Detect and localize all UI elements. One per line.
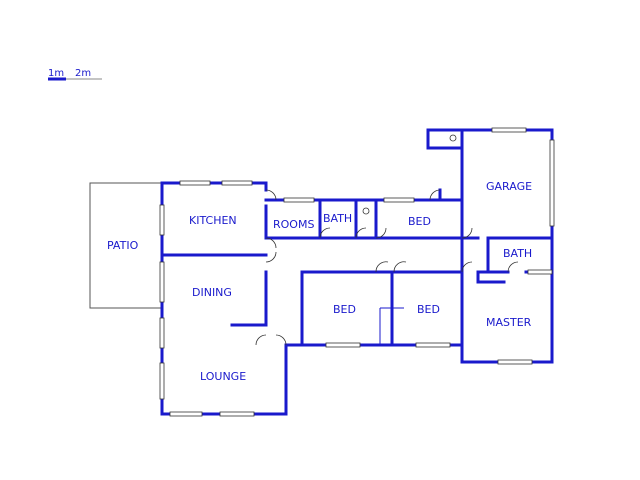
room-label-garage: GARAGE <box>486 180 532 193</box>
scale-label-2m: 2m <box>75 68 91 79</box>
room-label-lounge: LOUNGE <box>200 370 246 383</box>
room-label-bed-1: BED <box>408 215 431 228</box>
wc-icon <box>362 134 457 215</box>
room-label-bath-2: BATH <box>503 247 532 260</box>
room-label-bath-1: BATH <box>323 212 352 225</box>
windows <box>159 127 555 417</box>
room-label-bed-2: BED <box>333 303 356 316</box>
interior-walls <box>160 188 554 347</box>
room-label-kitchen: KITCHEN <box>189 214 237 227</box>
room-label-patio: PATIO <box>107 239 139 252</box>
room-label-bed-3: BED <box>417 303 440 316</box>
room-label-master: MASTER <box>486 316 532 329</box>
scale-label-1m: 1m <box>48 68 64 79</box>
patio-outline <box>89 182 162 309</box>
room-label-dining: DINING <box>192 286 232 299</box>
room-label-rooms: ROOMS <box>273 218 314 231</box>
scale-bar: 1m 2m <box>48 68 102 81</box>
doors <box>255 189 519 346</box>
